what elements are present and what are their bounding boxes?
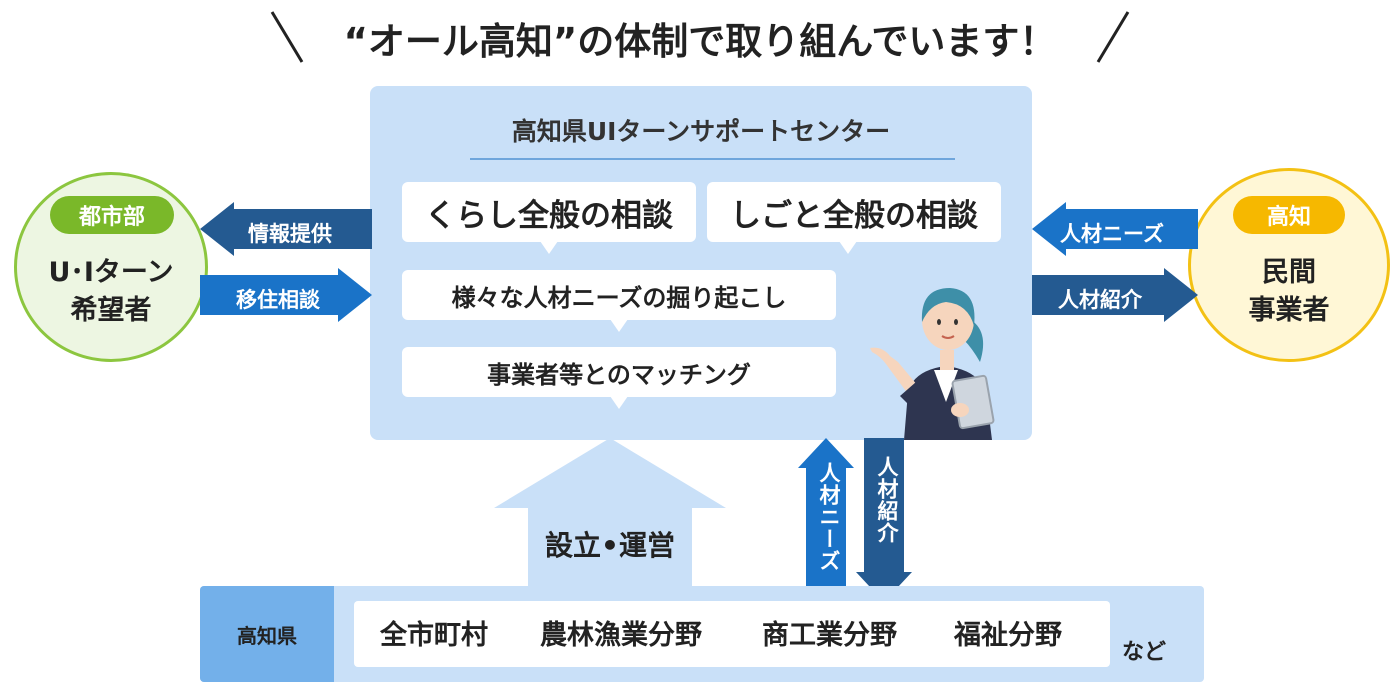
sector-commerce: 商工業分野	[762, 620, 897, 651]
arrow-talent-referral-down	[856, 438, 912, 602]
arrow-talent-referral-down-label: 人材紹介	[875, 456, 899, 544]
arrow-talent-needs-in	[1032, 202, 1198, 256]
urban-applicant-line-2: 希望者	[70, 295, 152, 326]
establish-operate-label: 設立•運営	[545, 529, 675, 562]
headline-slash-left	[270, 11, 304, 63]
urban-applicant-line-1: U･Iターン	[48, 257, 174, 288]
arrow-establish-operate	[494, 438, 726, 588]
kochi-prefecture-label: 高知県	[200, 586, 334, 682]
kochi-badge: 高知	[1233, 196, 1345, 234]
staff-woman-illustration	[870, 288, 995, 440]
arrow-info-provision-label: 情報提供	[248, 222, 332, 246]
kochi-business-line-2: 事業者	[1248, 295, 1330, 326]
kochi-business-line-1: 民間	[1262, 257, 1316, 288]
headline: “オール高知”の体制で取り組んでいます！	[343, 20, 1057, 63]
arrow-talent-needs-up-label: 人材ニーズ	[817, 462, 841, 572]
urban-applicant-label: U･Iターン 希望者	[14, 254, 208, 330]
arrow-talent-referral-out	[1032, 268, 1198, 322]
arrow-info-provision	[200, 202, 372, 256]
etc-suffix: など	[1122, 640, 1167, 665]
bubble-work-consultation: しごと全般の相談	[707, 182, 1001, 254]
arrow-talent-needs-in-label: 人材ニーズ	[1060, 222, 1164, 246]
urban-badge: 都市部	[50, 196, 174, 234]
arrow-talent-needs-up	[798, 438, 854, 602]
bubble-matching: 事業者等とのマッチング	[402, 347, 836, 409]
support-center-title: 高知県UIターンサポートセンター	[511, 117, 891, 146]
sector-municipalities: 全市町村	[380, 620, 488, 651]
title-underline	[470, 158, 955, 160]
kochi-business-label: 民間 事業者	[1188, 254, 1390, 330]
bubble-talent-needs: 様々な人材ニーズの掘り起こし	[402, 270, 836, 332]
sector-agriculture: 農林漁業分野	[540, 620, 702, 651]
headline-slash-right	[1096, 11, 1130, 63]
sectors-box	[354, 601, 1110, 667]
sector-welfare: 福祉分野	[954, 620, 1062, 651]
bubble-life-consultation: くらし全般の相談	[402, 182, 696, 254]
arrow-relocation-consult-label: 移住相談	[236, 288, 320, 312]
arrow-relocation-consult	[200, 268, 372, 322]
arrow-talent-referral-out-label: 人材紹介	[1058, 288, 1142, 312]
